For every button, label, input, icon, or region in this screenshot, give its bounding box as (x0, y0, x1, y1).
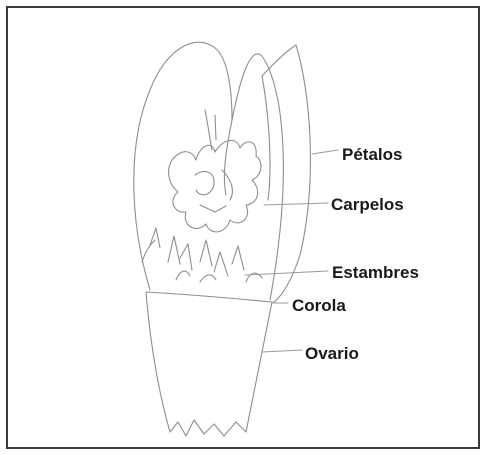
label-ovario: Ovario (305, 345, 359, 362)
rear-petal (262, 45, 310, 302)
corolla-base (146, 292, 272, 302)
label-estambres: Estambres (332, 264, 419, 281)
ovary (146, 292, 272, 436)
label-petalos: Pétalos (342, 146, 402, 163)
label-carpelos: Carpelos (331, 196, 404, 213)
carpels (169, 140, 261, 232)
label-corola: Corola (292, 297, 346, 314)
stamens (150, 228, 160, 248)
front-petal (134, 42, 284, 300)
